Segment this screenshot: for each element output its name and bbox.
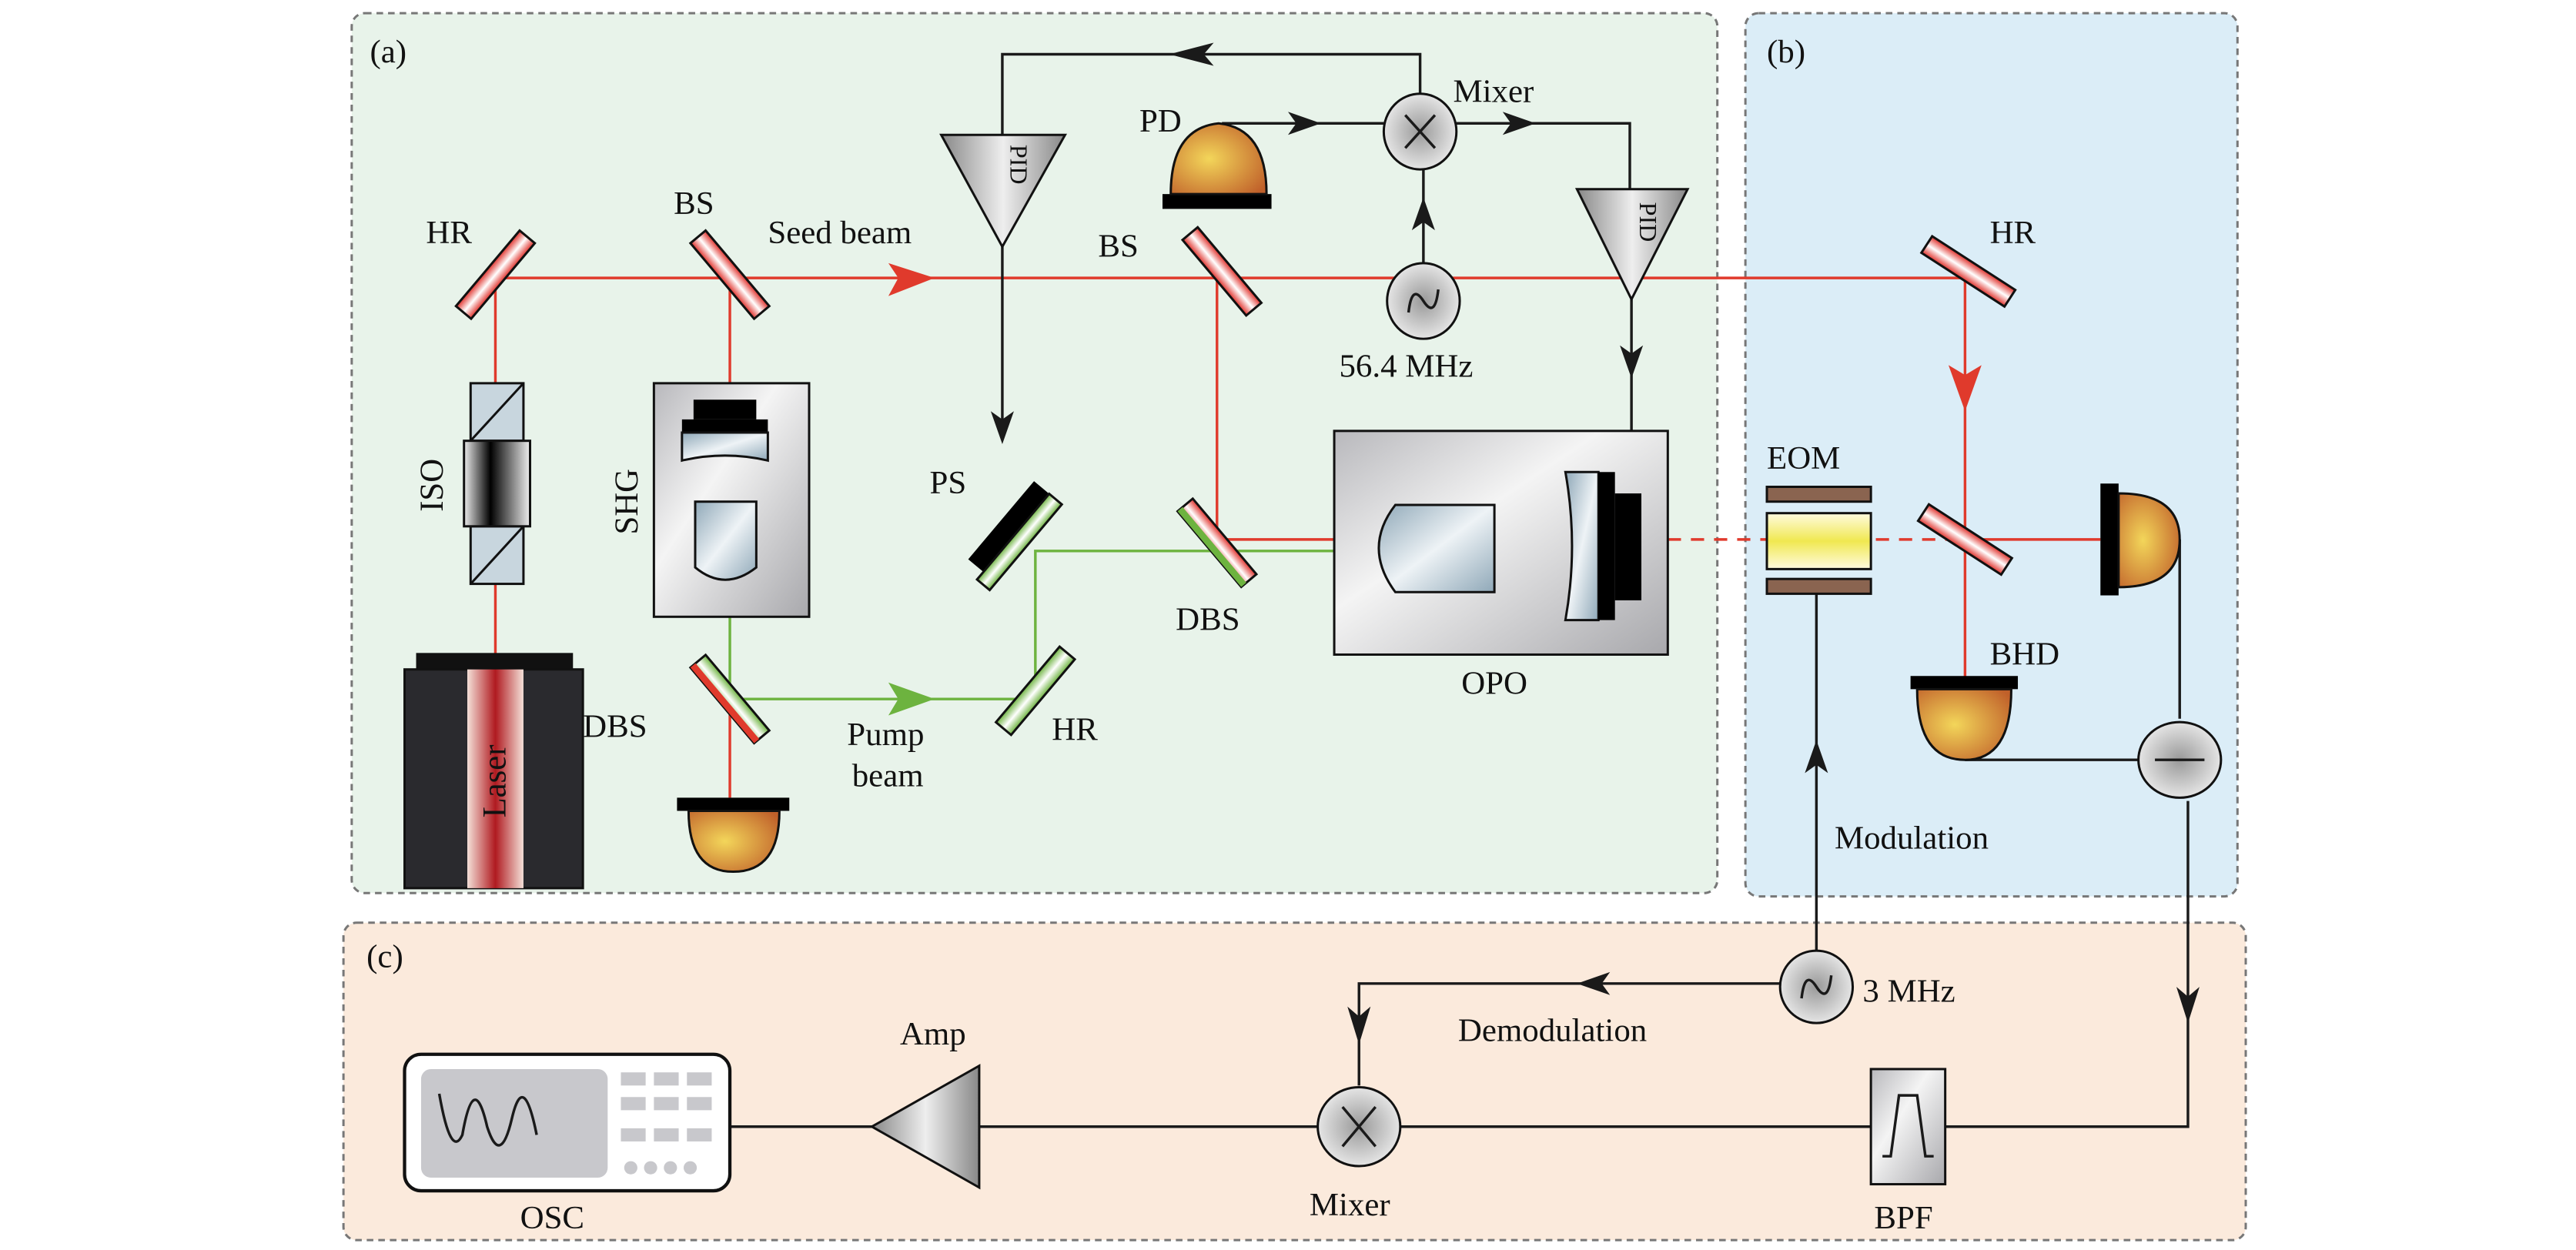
pid-controller-1 [939, 133, 1068, 249]
dbs-mirror-2 [1176, 496, 1259, 589]
ps-label: PS [930, 465, 967, 501]
mixer-top [1382, 92, 1458, 171]
osc-label: OSC [520, 1200, 584, 1236]
bhd-beamsplitter [1916, 503, 2014, 577]
bpf-label: BPF [1874, 1200, 1932, 1236]
photodetector-shg [677, 797, 790, 874]
pid-controller-2 [1574, 188, 1690, 302]
hr-mirror-2 [994, 645, 1077, 737]
pd-label: PD [1139, 103, 1182, 139]
mixer-top-label: Mixer [1453, 74, 1534, 110]
bs-mirror-1 [688, 229, 771, 321]
dbs-2-label: DBS [1176, 601, 1239, 637]
bhd-detector-right [2100, 483, 2181, 596]
bs-2-label: BS [1098, 228, 1138, 264]
panel-a [350, 12, 1719, 894]
electronic-wires [730, 42, 2200, 1128]
photodetector-pd [1162, 122, 1272, 209]
hr-2-label: HR [1052, 712, 1098, 748]
panel-b [1744, 12, 2239, 898]
laser [403, 653, 584, 890]
band-pass-filter [1869, 1068, 1947, 1186]
shg-label: SHG [609, 469, 645, 534]
dbs-mirror-1 [688, 653, 771, 745]
bs-mirror-2 [1180, 226, 1263, 318]
dbs-1-label: DBS [583, 708, 647, 744]
opo-cavity [1333, 429, 1669, 656]
hr-mirror-3 [1919, 234, 2017, 309]
hr-1-label: HR [426, 215, 472, 251]
eom [1765, 486, 1872, 595]
seed-beam-label: Seed beam [768, 215, 912, 251]
component-labels: HR BS Seed beam DBS Pump beam HR PS BS D… [426, 74, 2059, 1237]
modulation-label: Modulation [1835, 821, 1989, 857]
amplifier [869, 1064, 981, 1190]
hr-mirror-1 [454, 229, 537, 321]
eom-label: EOM [1767, 440, 1840, 476]
iso-label: ISO [414, 459, 450, 512]
demodulation-label: Demodulation [1458, 1013, 1647, 1049]
ps-mirror [968, 481, 1064, 592]
panel-b-label: (b) [1767, 34, 1805, 70]
pump-beam-label-2: beam [852, 757, 924, 794]
shg-crystal-box [652, 382, 811, 618]
oscilloscope [403, 1052, 732, 1193]
mixer-bottom-label: Mixer [1310, 1187, 1390, 1223]
amp-label: Amp [900, 1016, 966, 1052]
bs-1-label: BS [674, 185, 714, 222]
bhd-detector-bottom [1910, 676, 2019, 761]
hr-3-label: HR [1990, 215, 2036, 251]
panel-a-label: (a) [370, 34, 406, 70]
pump-beam-label-1: Pump [847, 717, 924, 753]
mixer-bottom [1316, 1085, 1402, 1168]
pid-1-label: PID [1005, 145, 1033, 185]
freq-3-label: 3 MHz [1862, 973, 1955, 1009]
subtractor [2137, 720, 2223, 799]
laser-label: Laser [477, 745, 513, 818]
bhd-label: BHD [1990, 636, 2060, 672]
oscillator-3mhz [1778, 949, 1855, 1024]
isolator [463, 382, 532, 586]
freq-56-label: 56.4 MHz [1339, 348, 1473, 384]
oscillator-56mhz [1386, 262, 1461, 340]
opo-label: OPO [1461, 666, 1527, 702]
pid-2-label: PID [1634, 202, 1662, 242]
panel-c [342, 921, 2247, 1242]
panel-c-label: (c) [366, 939, 403, 975]
